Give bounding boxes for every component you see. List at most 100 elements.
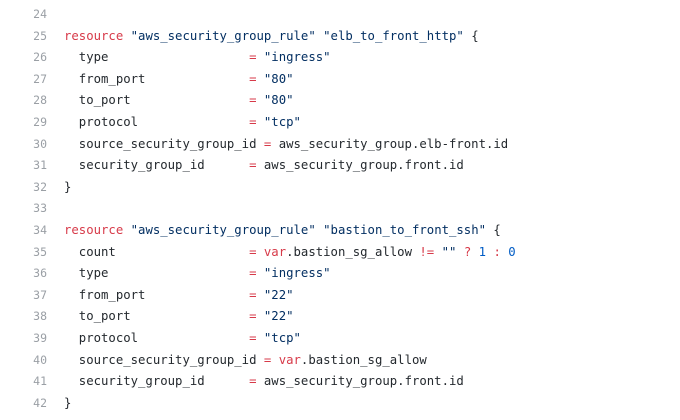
code-token: resource (64, 222, 124, 237)
code-line: 26 type = "ingress" (0, 47, 680, 69)
code-line: 35 count = var.bastion_sg_allow != "" ? … (0, 242, 680, 264)
line-number: 28 (33, 93, 47, 108)
code-token: "ingress" (263, 50, 331, 65)
code-token: "aws_security_group_rule" (130, 28, 316, 43)
code-token: "tcp" (263, 114, 301, 129)
code-line: 32} (0, 177, 680, 199)
line-number: 30 (33, 136, 47, 151)
code-text: to_port = "80" (64, 90, 294, 112)
code-token: 0 (508, 244, 516, 259)
code-text: count = var.bastion_sg_allow != "" ? 1 :… (64, 242, 516, 264)
code-token: "ingress" (263, 266, 331, 281)
code-token: = (249, 266, 257, 281)
code-token: to_port (64, 309, 250, 324)
code-token: = (249, 114, 257, 129)
code-token: "80" (263, 93, 294, 108)
code-token: "elb_to_front_http" (323, 28, 464, 43)
code-token (257, 245, 264, 259)
code-token (123, 29, 130, 43)
code-token: "22" (263, 309, 294, 324)
code-token: type (64, 266, 250, 281)
line-number: 42 (33, 395, 47, 410)
code-token: = (249, 244, 257, 259)
code-text: security_group_id = aws_security_group.f… (64, 371, 464, 393)
code-text: from_port = "22" (64, 285, 294, 307)
code-token (271, 353, 278, 367)
code-token (257, 115, 264, 129)
line-number: 31 (33, 158, 47, 173)
code-line: 27 from_port = "80" (0, 69, 680, 91)
code-token: source_security_group_id (64, 136, 264, 151)
code-token: = (249, 309, 257, 324)
code-token: = (263, 136, 272, 151)
code-token: "" (441, 244, 457, 259)
code-token: type (64, 50, 250, 65)
code-token: security_group_id (64, 374, 250, 389)
code-token: aws_security_group.front.id (256, 158, 464, 173)
code-token (471, 245, 478, 259)
code-token: = (249, 71, 257, 86)
code-token: = (249, 50, 257, 65)
line-number: 34 (33, 222, 47, 237)
code-token: var (263, 244, 287, 259)
code-token: } (64, 179, 72, 194)
code-token: to_port (64, 93, 250, 108)
code-token: "22" (263, 287, 294, 302)
line-number: 39 (33, 330, 47, 345)
code-line: 37 from_port = "22" (0, 285, 680, 307)
line-number: 32 (33, 179, 47, 194)
code-token: != (419, 244, 435, 259)
code-line: 42} (0, 393, 680, 415)
code-token: protocol (64, 114, 250, 129)
code-token (257, 93, 264, 107)
code-token: source_security_group_id (64, 352, 264, 367)
code-token: aws_security_group.elb-front.id (271, 136, 509, 151)
code-token: = (249, 287, 257, 302)
code-token: : (493, 244, 501, 259)
code-line: 24 (0, 4, 680, 26)
line-number: 40 (33, 352, 47, 367)
code-text: } (64, 177, 71, 199)
code-text: type = "ingress" (64, 263, 331, 285)
code-text: resource "aws_security_group_rule" "elb_… (64, 26, 479, 48)
code-token: .bastion_sg_allow (300, 352, 427, 367)
line-number: 37 (33, 287, 47, 302)
code-token: .bastion_sg_allow (286, 244, 420, 259)
code-line: 36 type = "ingress" (0, 263, 680, 285)
code-token: = (249, 93, 257, 108)
code-token: protocol (64, 330, 250, 345)
code-text: } (64, 393, 71, 415)
code-token: from_port (64, 71, 250, 86)
code-token: ? (463, 244, 472, 259)
code-token (123, 223, 130, 237)
code-token: resource (64, 28, 124, 43)
line-number: 33 (33, 201, 47, 216)
code-token: aws_security_group.front.id (256, 374, 464, 389)
code-token (257, 50, 264, 64)
code-token: from_port (64, 287, 250, 302)
line-number: 29 (33, 114, 47, 129)
code-line: 33 (0, 198, 680, 220)
code-token: "aws_security_group_rule" (130, 222, 316, 237)
code-token: 1 (478, 244, 487, 259)
line-number: 27 (33, 71, 47, 86)
code-token: security_group_id (64, 158, 250, 173)
code-token (257, 309, 264, 323)
line-number: 35 (33, 244, 47, 259)
code-token: } (64, 395, 72, 410)
code-token: var (278, 352, 301, 367)
code-line: 40 source_security_group_id = var.bastio… (0, 350, 680, 372)
code-token (257, 72, 264, 86)
code-token: { (463, 28, 479, 43)
code-token: = (249, 158, 257, 173)
line-number: 26 (33, 50, 47, 65)
code-token: = (263, 352, 272, 367)
line-number: 41 (33, 374, 47, 389)
code-token (257, 331, 264, 345)
code-token: = (249, 374, 257, 389)
code-text: type = "ingress" (64, 47, 331, 69)
code-token (434, 245, 441, 259)
code-text: from_port = "80" (64, 69, 294, 91)
